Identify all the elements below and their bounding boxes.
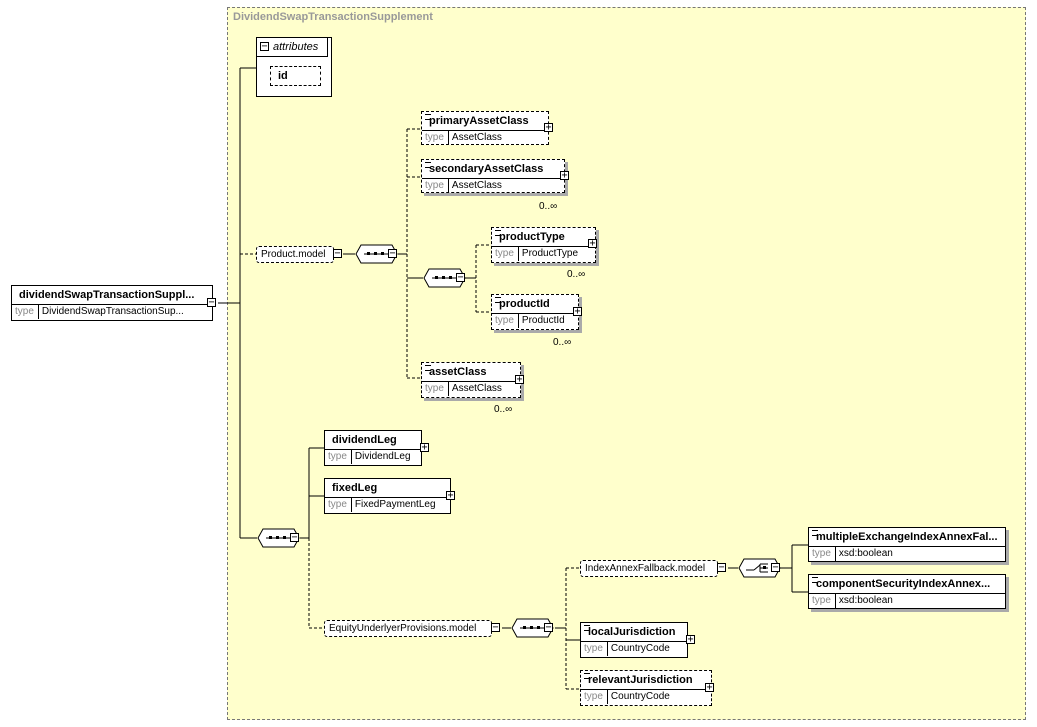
element-type: AssetClass	[451, 383, 502, 394]
expand-icon[interactable]: +	[560, 170, 569, 181]
collapse-icon[interactable]: −	[544, 622, 553, 633]
collapse-icon[interactable]: −	[717, 562, 726, 573]
collapse-icon[interactable]: −	[260, 41, 269, 52]
element-type: CountryCode	[610, 643, 670, 654]
occurrence-label: 0..∞	[567, 269, 586, 280]
collapse-icon[interactable]: −	[456, 272, 465, 283]
expand-icon[interactable]: +	[515, 374, 524, 385]
element-name: productType	[499, 231, 565, 243]
type-key: type	[325, 498, 352, 512]
sequence-compositor-icon	[257, 528, 300, 548]
element-name: componentSecurityIndexAnnex...	[816, 578, 991, 590]
root-element-type: DividendSwapTransactionSup...	[41, 306, 184, 317]
type-key: type	[581, 690, 608, 704]
product-model[interactable]: Product.model	[256, 246, 334, 263]
element-name: fixedLeg	[332, 482, 378, 494]
element-type: xsd:boolean	[838, 595, 893, 606]
attributes-label: attributes	[273, 41, 319, 53]
element-type: ProductType	[521, 248, 579, 259]
element-name: dividendLeg	[332, 434, 397, 446]
collapse-icon[interactable]: −	[491, 622, 500, 633]
element-icon	[495, 230, 501, 236]
occurrence-label: 0..∞	[539, 201, 558, 212]
attributes-header: − attributes	[256, 37, 328, 57]
element-icon	[584, 673, 590, 679]
type-key: type	[581, 642, 608, 656]
element-type: DividendLeg	[354, 451, 411, 462]
attribute-id: id	[270, 66, 321, 86]
element-icon	[495, 297, 501, 303]
type-key: type	[422, 131, 449, 145]
element-type: ProductId	[521, 315, 565, 326]
collapse-icon[interactable]: −	[207, 297, 216, 308]
collapse-icon[interactable]: −	[771, 562, 780, 573]
element-name: localJurisdiction	[588, 626, 676, 638]
equity-underlyer-provisions-model[interactable]: EquityUnderlyerProvisions.model	[324, 620, 492, 637]
element-name: assetClass	[429, 366, 487, 378]
root-element-name: dividendSwapTransactionSuppl...	[19, 289, 195, 301]
type-key: type	[422, 382, 449, 396]
element-icon	[425, 114, 431, 120]
expand-icon[interactable]: +	[705, 682, 714, 693]
element-type: AssetClass	[451, 180, 502, 191]
element-name: secondaryAssetClass	[429, 163, 544, 175]
occurrence-label: 0..∞	[494, 404, 513, 415]
element-type: xsd:boolean	[838, 548, 893, 559]
type-key: type	[422, 179, 449, 193]
type-key: type	[325, 450, 352, 464]
element-name: primaryAssetClass	[429, 115, 529, 127]
type-key: type	[492, 247, 519, 261]
index-annex-fallback-model[interactable]: IndexAnnexFallback.model	[580, 560, 718, 577]
collapse-icon[interactable]: −	[290, 532, 299, 543]
element-name: relevantJurisdiction	[588, 674, 693, 686]
type-key: type	[12, 305, 39, 319]
element-icon	[812, 577, 818, 583]
element-icon	[425, 365, 431, 371]
choice-compositor-icon	[738, 558, 781, 578]
expand-icon[interactable]: +	[573, 306, 582, 317]
element-icon	[812, 530, 818, 536]
sequence-compositor-icon	[423, 268, 466, 288]
element-icon	[584, 625, 590, 631]
frame-title: DividendSwapTransactionSupplement	[233, 11, 433, 23]
type-key: type	[809, 594, 836, 608]
occurrence-label: 0..∞	[553, 337, 572, 348]
expand-icon[interactable]: +	[544, 122, 553, 133]
sequence-compositor-icon	[511, 618, 554, 638]
expand-icon[interactable]: +	[686, 634, 695, 645]
collapse-icon[interactable]: −	[333, 248, 342, 259]
element-type: CountryCode	[610, 691, 670, 702]
type-key: type	[809, 547, 836, 561]
element-type: FixedPaymentLeg	[354, 499, 436, 510]
expand-icon[interactable]: +	[420, 442, 429, 453]
element-type: AssetClass	[451, 132, 502, 143]
element-name: productId	[499, 298, 550, 310]
type-key: type	[492, 314, 519, 328]
element-icon	[425, 162, 431, 168]
sequence-compositor-icon	[355, 244, 398, 264]
expand-icon[interactable]: +	[446, 490, 455, 501]
expand-icon[interactable]: +	[588, 238, 597, 249]
collapse-icon[interactable]: −	[388, 248, 397, 259]
element-name: multipleExchangeIndexAnnexFal...	[816, 531, 998, 543]
